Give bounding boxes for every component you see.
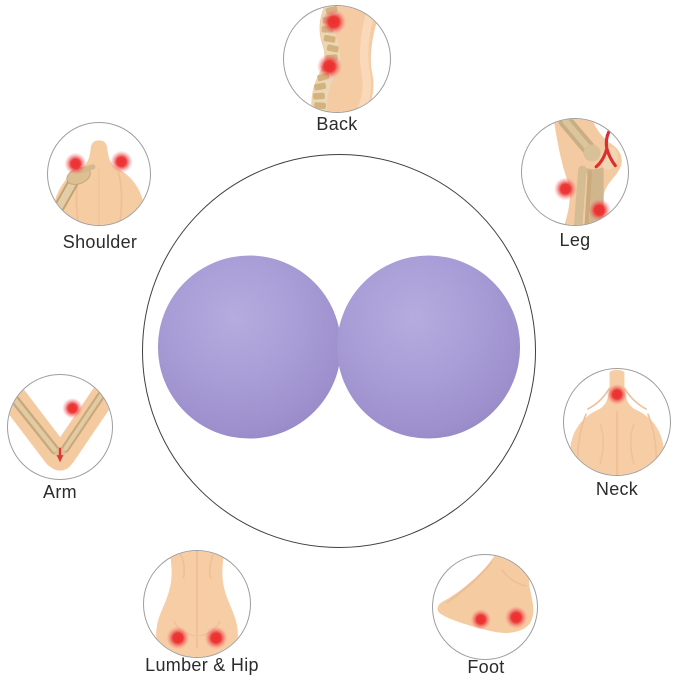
leg-label: Leg [559,230,591,250]
leg-circle [521,118,629,226]
lumber-hip-circle [143,550,251,658]
pain-point [470,609,492,630]
arm-circle [7,374,113,480]
foot-icon [437,555,534,633]
leg-icon [553,119,622,225]
foot-label: Foot [467,657,505,677]
pain-point [166,626,190,650]
lumber-hip-label: Lumber & Hip [145,655,259,675]
foot-circle [432,554,538,660]
pain-point [504,605,528,629]
shoulder-label: Shoulder [62,232,138,252]
product-circle [142,154,536,548]
elbow-marker [56,447,64,463]
pain-point [587,198,612,222]
pain-point [553,177,578,201]
pain-point [62,397,83,419]
neck-label: Neck [595,479,639,499]
pain-point [316,53,343,80]
back-icon [311,6,382,112]
neck-circle [563,368,671,476]
arm-label: Arm [43,482,77,502]
shoulder-icon [52,140,145,225]
back-circle [283,5,391,113]
neck-icon [570,370,664,475]
pain-point [64,152,87,176]
pain-point [321,9,347,35]
pain-point [110,150,133,173]
shoulder-circle [47,122,151,226]
knee-ligament [594,130,617,169]
arm-icon [8,375,112,471]
lumber-hip-icon [156,551,238,657]
peanut-massage-balls-image [157,255,521,439]
pain-point [606,383,628,406]
back-label: Back [316,114,358,134]
pain-point [204,626,228,650]
